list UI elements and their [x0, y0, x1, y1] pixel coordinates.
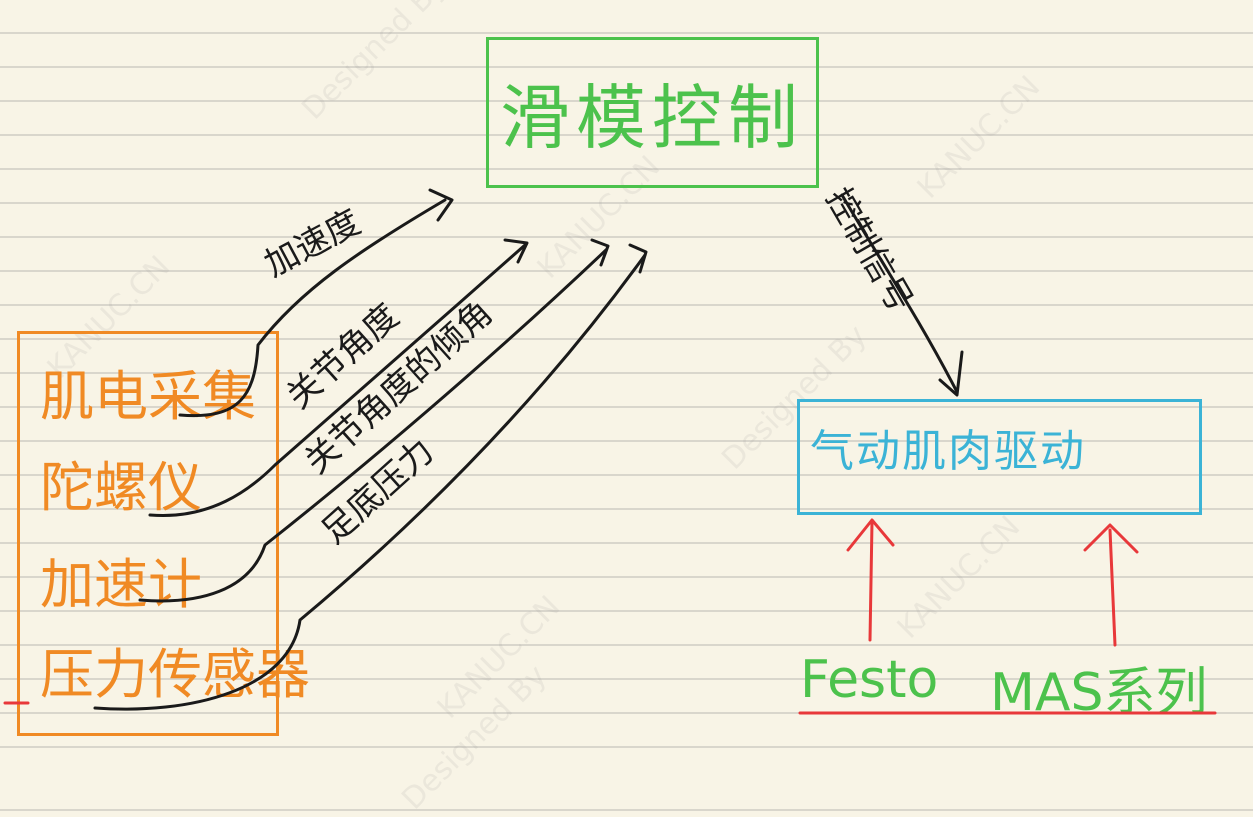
arrow-mas [1108, 528, 1117, 647]
arrowhead-control-signal [938, 350, 964, 397]
arrowhead-joint-tilt [590, 238, 610, 267]
arrowhead-festo [846, 518, 895, 552]
sensor-accelerometer: 加速计 [40, 553, 202, 616]
actuator-title: 气动肌肉驱动 [810, 426, 1086, 477]
arrow-joint-tilt [138, 248, 608, 603]
sensor-emg: 肌电采集 [40, 365, 256, 428]
arrow-joint-angle [148, 243, 527, 518]
arrowhead-acceleration [428, 188, 454, 222]
connector-layer [3, 188, 1217, 715]
arrow-foot-pressure [93, 253, 647, 711]
arrow-control-signal [840, 193, 959, 394]
arrowhead-mas [1083, 523, 1139, 554]
hardware-festo: Festo [800, 650, 939, 710]
control-title: 滑模控制 [500, 77, 804, 159]
actuator-box [797, 399, 1202, 515]
arrowhead-foot-pressure [628, 243, 648, 274]
sensor-gyroscope: 陀螺仪 [40, 456, 202, 519]
arrow-festo [868, 520, 874, 642]
arrow-acceleration [178, 198, 447, 418]
arrowhead-joint-angle [503, 238, 529, 264]
control-box [486, 37, 819, 188]
